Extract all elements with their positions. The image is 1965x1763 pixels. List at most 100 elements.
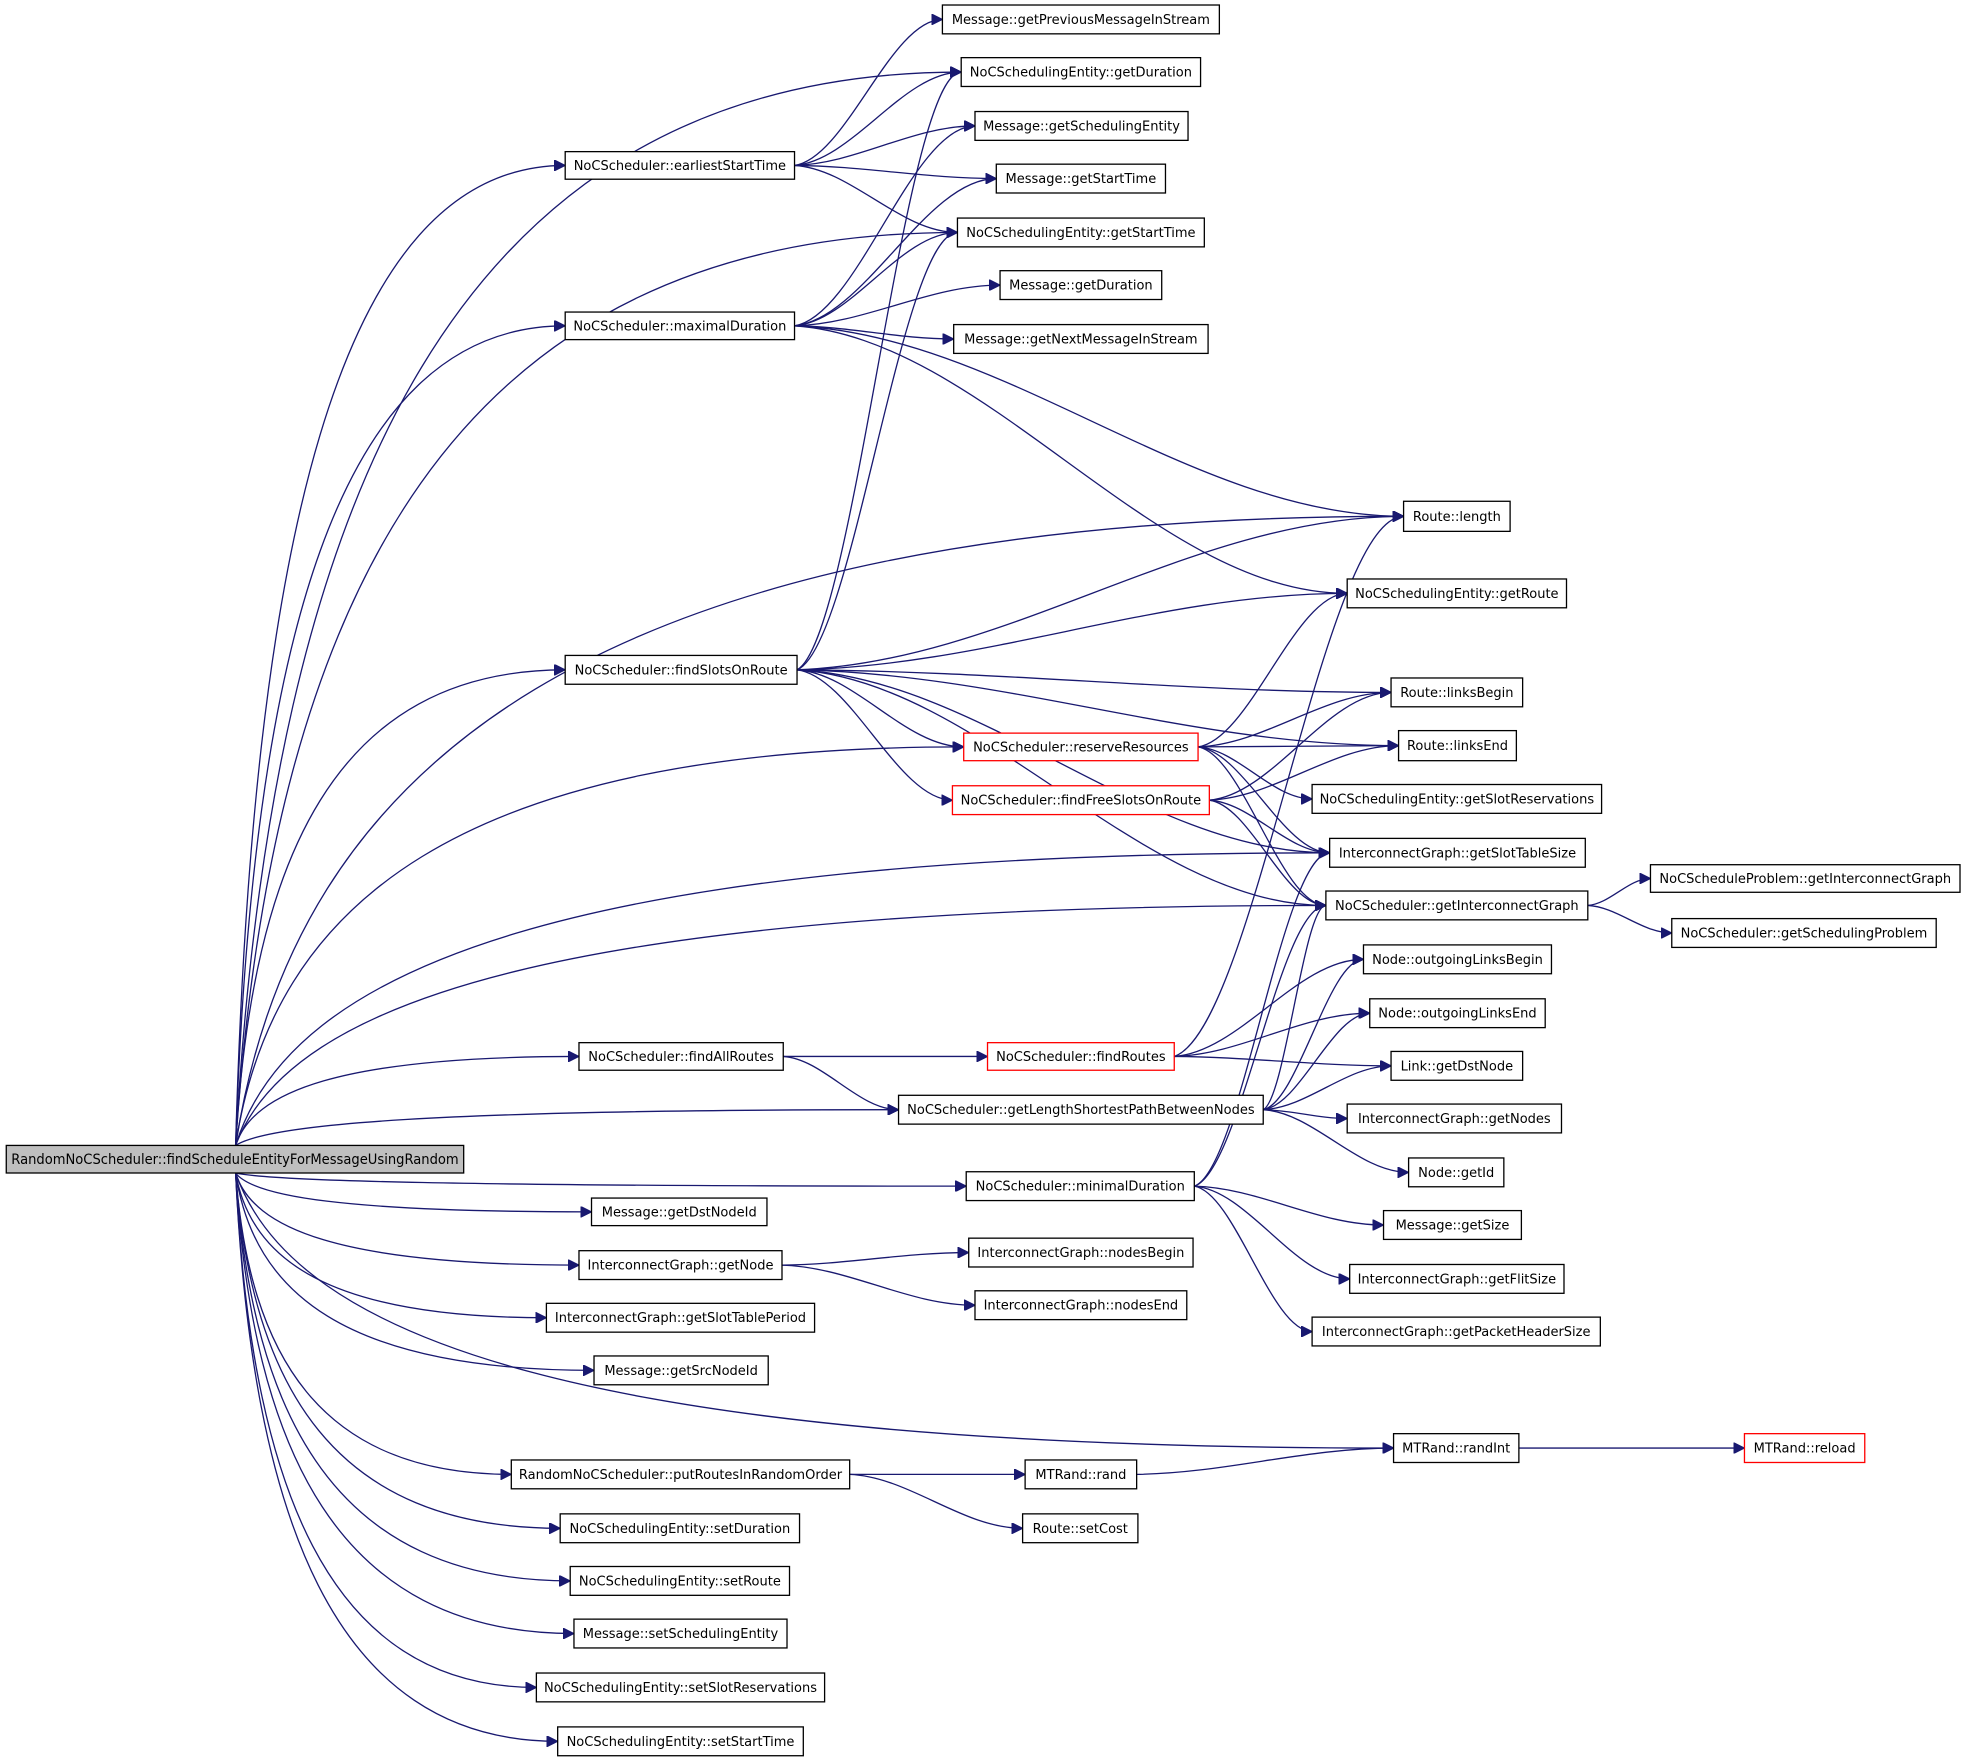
node-random-no-cscheduler-find-schedule-entity-for-message-using-random[interactable]: RandomNoCScheduler::findScheduleEntityFo…: [5, 1144, 465, 1174]
edge-find-free-to-ig-slot-size: [1209, 799, 1329, 853]
node-label: Message::getSize: [1396, 1219, 1510, 1234]
node-message-get-dst-node-id[interactable]: Message::getDstNodeId: [590, 1197, 768, 1227]
edge-layer: [234, 19, 1745, 1741]
edge-shortest-to-sched-ig: [1262, 905, 1327, 1111]
node-interconnect-graph-get-packet-header-size[interactable]: InterconnectGraph::getPacketHeaderSize: [1311, 1316, 1601, 1347]
node-route-set-cost[interactable]: Route::setCost: [1021, 1513, 1139, 1544]
node-box: [1392, 1433, 1520, 1464]
node-interconnect-graph-get-slot-table-period[interactable]: InterconnectGraph::getSlotTablePeriod: [545, 1302, 816, 1333]
node-box: [1328, 837, 1586, 868]
node-label: Message::getDstNodeId: [602, 1205, 757, 1220]
node-box: [559, 1513, 801, 1544]
node-message-set-scheduling-entity[interactable]: Message::setSchedulingEntity: [573, 1618, 788, 1649]
node-no-cscheduler-find-all-routes[interactable]: NoCScheduler::findAllRoutes: [578, 1042, 784, 1071]
node-interconnect-graph-get-slot-table-size[interactable]: InterconnectGraph::getSlotTableSize: [1328, 837, 1586, 868]
node-box: [1407, 1157, 1505, 1188]
node-no-cscheduling-entity-get-duration[interactable]: NoCSchedulingEntity::getDuration: [960, 56, 1202, 88]
node-message-get-scheduling-entity[interactable]: Message::getSchedulingEntity: [974, 110, 1189, 142]
edge-root-to-find-slots: [234, 670, 566, 1146]
edge-earliest-to-msg-se: [794, 126, 975, 167]
node-box: [5, 1144, 465, 1174]
node-message-get-start-time[interactable]: Message::getStartTime: [995, 163, 1167, 194]
edge-root-to-put-routes: [234, 1172, 512, 1474]
node-box: [963, 732, 1199, 762]
node-interconnect-graph-get-node[interactable]: InterconnectGraph::getNode: [578, 1250, 783, 1281]
node-message-get-previous-message-in-stream[interactable]: Message::getPreviousMessageInStream: [941, 4, 1221, 35]
node-label: Message::getSrcNodeId: [604, 1364, 758, 1379]
node-mtrand-rand[interactable]: MTRand::rand: [1024, 1459, 1138, 1490]
edge-shortest-to-ig-nodes: [1263, 1109, 1347, 1119]
edge-find-slots-to-se-start: [796, 232, 957, 671]
node-label: RandomNoCScheduler::putRoutesInRandomOrd…: [519, 1468, 843, 1483]
node-interconnect-graph-get-flit-size[interactable]: InterconnectGraph::getFlitSize: [1349, 1263, 1565, 1294]
node-message-get-size[interactable]: Message::getSize: [1382, 1209, 1523, 1241]
node-route-links-begin[interactable]: Route::linksBegin: [1390, 677, 1524, 708]
edge-find-slots-to-ig-slot-size: [797, 669, 1330, 853]
edge-max-dur-to-msg-dur: [794, 285, 1001, 327]
node-no-cscheduler-get-interconnect-graph[interactable]: NoCScheduler::getInterconnectGraph: [1325, 890, 1589, 921]
node-no-cscheduler-get-scheduling-problem[interactable]: NoCScheduler::getSchedulingProblem: [1671, 917, 1937, 949]
node-random-no-cscheduler-put-routes-in-random-order[interactable]: RandomNoCScheduler::putRoutesInRandomOrd…: [510, 1459, 851, 1490]
node-no-cscheduling-entity-set-duration[interactable]: NoCSchedulingEntity::setDuration: [559, 1513, 801, 1544]
edge-root-to-set-route: [234, 1172, 571, 1581]
edge-find-free-to-links-begin: [1209, 692, 1391, 801]
node-box: [1349, 1263, 1565, 1294]
node-label: NoCScheduler::getLengthShortestPathBetwe…: [907, 1103, 1255, 1118]
node-label: NoCSchedulingEntity::getRoute: [1355, 587, 1558, 602]
node-no-cscheduling-entity-get-route[interactable]: NoCSchedulingEntity::getRoute: [1346, 578, 1568, 609]
edge-root-to-earliest: [234, 165, 566, 1146]
edge-find-slots-to-links-end: [797, 669, 1399, 746]
node-no-cscheduler-get-length-shortest-path-between-nodes[interactable]: NoCScheduler::getLengthShortestPathBetwe…: [897, 1094, 1264, 1125]
node-label: NoCScheduler::findSlotsOnRoute: [575, 663, 788, 678]
node-node-outgoing-links-begin[interactable]: Node::outgoingLinksBegin: [1362, 944, 1553, 975]
node-route-links-end[interactable]: Route::linksEnd: [1397, 729, 1518, 762]
node-no-cscheduling-entity-get-slot-reservations[interactable]: NoCSchedulingEntity::getSlotReservations: [1311, 783, 1603, 814]
edge-root-to-min-dur: [235, 1172, 967, 1186]
node-no-cscheduler-reserve-resources[interactable]: NoCScheduler::reserveResources: [963, 732, 1199, 762]
edge-max-dur-to-se-start: [794, 232, 958, 327]
node-no-cscheduling-entity-set-route[interactable]: NoCSchedulingEntity::setRoute: [569, 1565, 791, 1596]
edge-root-to-shortest: [235, 1110, 899, 1146]
node-route-length[interactable]: Route::length: [1402, 500, 1511, 533]
node-label: InterconnectGraph::nodesBegin: [977, 1246, 1184, 1261]
node-message-get-duration[interactable]: Message::getDuration: [999, 270, 1163, 301]
node-label: NoCScheduler::findRoutes: [996, 1050, 1166, 1065]
node-label: Route::linksEnd: [1407, 739, 1508, 754]
node-no-cscheduler-maximal-duration[interactable]: NoCScheduler::maximalDuration: [564, 311, 796, 341]
edge-root-to-msg-src: [234, 1172, 594, 1370]
node-mtrand-rand-int[interactable]: MTRand::randInt: [1392, 1433, 1520, 1464]
node-interconnect-graph-nodes-begin[interactable]: InterconnectGraph::nodesBegin: [968, 1237, 1194, 1268]
node-no-cschedule-problem-get-interconnect-graph[interactable]: NoCScheduleProblem::getInterconnectGraph: [1649, 864, 1961, 893]
node-no-cscheduler-find-slots-on-route[interactable]: NoCScheduler::findSlotsOnRoute: [564, 654, 798, 685]
edge-shortest-to-out-end: [1263, 1013, 1370, 1111]
node-no-cscheduling-entity-get-start-time[interactable]: NoCSchedulingEntity::getStartTime: [956, 217, 1205, 248]
node-label: InterconnectGraph::getSlotTablePeriod: [555, 1311, 806, 1326]
node-link-get-dst-node[interactable]: Link::getDstNode: [1390, 1050, 1524, 1081]
node-box: [999, 270, 1163, 301]
node-node-outgoing-links-end[interactable]: Node::outgoingLinksEnd: [1369, 998, 1546, 1029]
node-interconnect-graph-get-nodes[interactable]: InterconnectGraph::getNodes: [1346, 1103, 1563, 1134]
node-label: NoCScheduler::reserveResources: [973, 740, 1189, 755]
node-no-cscheduling-entity-set-slot-reservations[interactable]: NoCSchedulingEntity::setSlotReservations: [535, 1672, 826, 1703]
node-box: [1369, 998, 1546, 1029]
node-no-cscheduler-minimal-duration[interactable]: NoCScheduler::minimalDuration: [965, 1171, 1195, 1202]
node-node-get-id[interactable]: Node::getId: [1407, 1157, 1505, 1188]
node-no-cscheduler-find-free-slots-on-route[interactable]: NoCScheduler::findFreeSlotsOnRoute: [951, 785, 1210, 816]
node-box: [1346, 1103, 1563, 1134]
node-box: [974, 110, 1189, 142]
node-box: [1362, 944, 1553, 975]
node-mtrand-reload[interactable]: MTRand::reload: [1743, 1433, 1866, 1464]
node-no-cscheduling-entity-set-start-time[interactable]: NoCSchedulingEntity::setStartTime: [557, 1726, 804, 1757]
edge-sched-ig-to-sched-prob: [1587, 904, 1672, 933]
node-no-cscheduler-earliest-start-time[interactable]: NoCScheduler::earliestStartTime: [564, 150, 796, 180]
edge-root-to-ig-slot-size: [234, 853, 1330, 1146]
edge-shortest-to-out-begin: [1263, 959, 1364, 1111]
node-box: [564, 150, 796, 180]
node-no-cscheduler-find-routes[interactable]: NoCScheduler::findRoutes: [986, 1042, 1175, 1071]
node-interconnect-graph-nodes-end[interactable]: InterconnectGraph::nodesEnd: [974, 1290, 1188, 1321]
edge-find-slots-to-find-free: [796, 669, 952, 800]
node-message-get-next-message-in-stream[interactable]: Message::getNextMessageInStream: [953, 323, 1209, 355]
node-message-get-src-node-id[interactable]: Message::getSrcNodeId: [593, 1355, 769, 1386]
node-label: RandomNoCScheduler::findScheduleEntityFo…: [11, 1152, 458, 1168]
node-label: NoCScheduler::findFreeSlotsOnRoute: [961, 794, 1202, 809]
